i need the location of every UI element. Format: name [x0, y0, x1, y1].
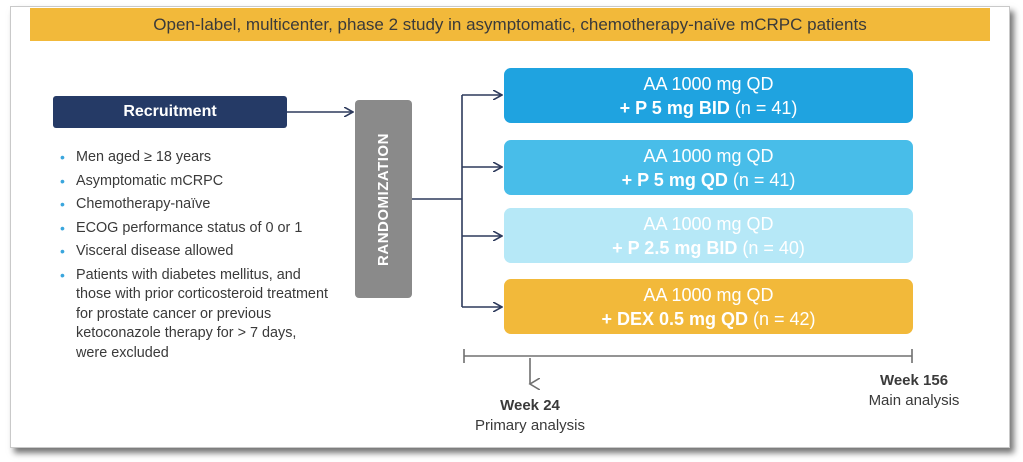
week24-label: Week 24 Primary analysis [450, 396, 610, 436]
week24-title: Week 24 [500, 397, 560, 414]
criteria-item: •Patients with diabetes mellitus, and th… [60, 266, 328, 361]
week156-title: Week 156 [879, 372, 949, 389]
arm-dose-line: AA 1000 mg QD [643, 145, 774, 166]
arm-regimen-line: + DEX 0.5 mg QD (n = 42) [601, 308, 816, 329]
bullet-icon: • [60, 243, 65, 259]
randomization-box: RANDOMIZATION [355, 100, 412, 298]
criteria-item: •Chemotherapy-naïve [60, 195, 330, 215]
arm-dose-line: AA 1000 mg QD [643, 73, 774, 94]
arm-dose-line: AA 1000 mg QD [643, 284, 774, 305]
arm-regimen-line: + P 2.5 mg BID (n = 40) [612, 237, 805, 258]
week156-subtitle: Main analysis [868, 392, 960, 409]
arm-dose-line: AA 1000 mg QD [643, 213, 774, 234]
week156-label: Week 156 Main analysis [840, 371, 988, 411]
treatment-arm-2: AA 1000 mg QD + P 5 mg QD (n = 41) [504, 140, 913, 195]
bullet-icon: • [60, 149, 65, 165]
arm-regimen-line: + P 5 mg QD (n = 41) [621, 169, 796, 190]
bullet-icon: • [60, 219, 65, 236]
recruitment-box: Recruitment [53, 96, 287, 128]
study-banner: Open-label, multicenter, phase 2 study i… [30, 8, 990, 41]
treatment-arm-4: AA 1000 mg QD + DEX 0.5 mg QD (n = 42) [504, 279, 913, 334]
criteria-item: •Visceral disease allowed [60, 242, 330, 262]
criteria-item: •Men aged ≥ 18 years [60, 148, 330, 168]
week24-subtitle: Primary analysis [474, 417, 586, 434]
inclusion-criteria-list: •Men aged ≥ 18 years •Asymptomatic mCRPC… [60, 148, 330, 367]
arm-regimen-line: + P 5 mg BID (n = 41) [619, 97, 798, 118]
bullet-icon: • [60, 266, 65, 283]
criteria-item: •ECOG performance status of 0 or 1 [60, 219, 330, 239]
bullet-icon: • [60, 196, 65, 212]
bullet-icon: • [60, 172, 65, 189]
treatment-arm-1: AA 1000 mg QD + P 5 mg BID (n = 41) [504, 68, 913, 123]
treatment-arm-3: AA 1000 mg QD + P 2.5 mg BID (n = 40) [504, 208, 913, 263]
criteria-item: •Asymptomatic mCRPC [60, 172, 330, 192]
